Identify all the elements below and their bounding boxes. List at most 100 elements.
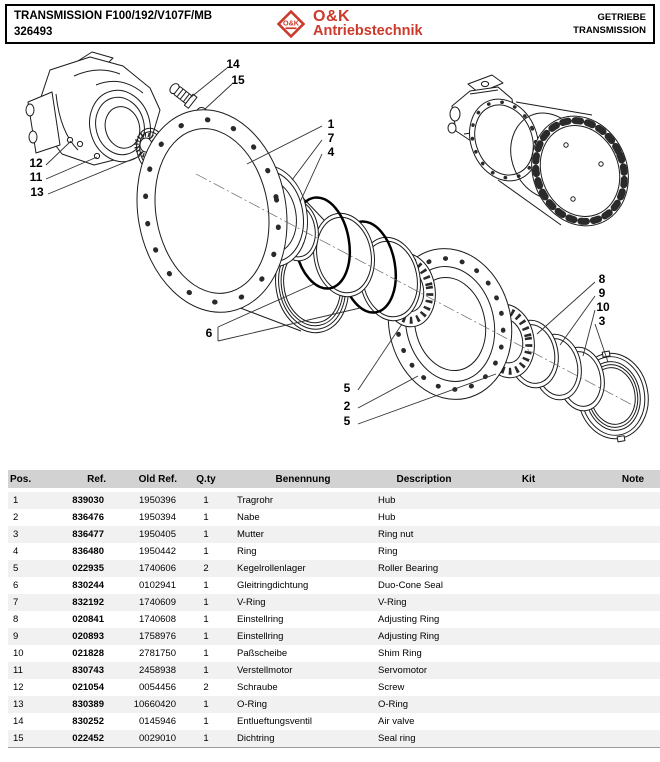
cell-note [582,713,660,730]
cell-kit [475,526,582,543]
cell-ref: 832192 [44,594,108,611]
cell-pos: 8 [13,614,19,625]
cell-qty: 1 [203,648,209,659]
cell-pos: 1 [8,490,44,509]
cell-ref: 021054 [72,682,104,693]
cell-kit [475,611,582,628]
cell-kit [475,509,582,526]
cell-description: O-Ring [373,696,475,713]
cell-note [582,628,660,645]
cell-benennung: Kegelrollenlager [233,560,373,577]
brand-diamond-icon: O&K [276,9,306,39]
cell-ref: 836480 [72,546,104,557]
callout-leader-lines [45,67,609,425]
cell-description: Ring [378,546,398,557]
column-header-pos: Pos. [8,470,44,492]
cell-old-ref: 1950442 [139,546,176,557]
cell-note [582,594,660,611]
cell-pos: 6 [13,580,19,591]
cell-ref: 836477 [44,526,108,543]
cell-note [582,543,660,560]
cell-benennung: Nabe [237,512,260,523]
assembled-transmission-thumbnail [447,74,629,227]
cell-kit [475,696,582,713]
cell-benennung: Einstellring [233,628,373,645]
diagram-callout-13: 13 [30,185,44,199]
cell-benennung: Tragrohr [233,490,373,509]
cell-old-ref: 0145946 [139,716,176,727]
cell-note [582,696,660,713]
column-header-note: Note [582,470,660,492]
brand-logo: O&K O&K Antriebstechnik [276,9,516,39]
cell-benennung: Dichtring [233,730,373,748]
header-right-block: GETRIEBE TRANSMISSION [516,11,653,37]
column-header-old-ref: Old Ref. [108,470,179,492]
cell-description: V-Ring [373,594,475,611]
cell-qty: 1 [203,546,209,557]
cell-qty: 1 [179,490,233,509]
column-header-kit: Kit [475,470,582,492]
cell-qty: 1 [179,662,233,679]
diagram-callout-12: 12 [29,156,43,170]
cell-old-ref: 1950405 [108,526,179,543]
cell-description: Ring nut [373,526,475,543]
cell-old-ref: 0029010 [108,730,179,748]
cell-kit [475,713,582,730]
diagram-callout-9: 9 [598,286,606,300]
part-servomotor [25,51,179,166]
cell-ref: 830244 [72,580,104,591]
cell-benennung: Verstellmotor [233,662,373,679]
cell-ref: 836476 [72,512,104,523]
brand-name-line2: Antriebstechnik [313,23,423,39]
cell-pos: 4 [13,546,19,557]
cell-qty: 1 [179,594,233,611]
diagram-callout-2: 2 [343,399,351,413]
cell-kit [475,662,582,679]
diagram-callout-3: 3 [598,314,606,328]
cell-ref: 830252 [72,716,104,727]
exploded-diagram-drawing [25,51,649,443]
cell-description: Hub [373,490,475,509]
cell-pos: 15 [8,730,44,748]
column-header-description: Description [373,470,475,492]
part-air-valve [169,83,198,109]
cell-description: Hub [378,512,396,523]
cell-note [582,662,660,679]
column-header-qty: Q.ty [179,470,233,492]
cell-ref: 830389 [44,696,108,713]
diagram-callout-6: 6 [205,326,213,340]
document-number: 326493 [14,26,53,38]
diagram-callout-5: 5 [343,414,351,428]
diagram-callout-1: 1 [327,117,335,131]
cell-benennung: V-Ring [233,594,373,611]
cell-old-ref: 1758976 [108,628,179,645]
cell-benennung: Entlueftungsventil [237,716,312,727]
cell-qty: 1 [179,696,233,713]
cell-ref: 830743 [44,662,108,679]
cell-note [582,645,660,662]
diagram-callout-14: 14 [226,57,240,71]
parts-table-header: Pos. Ref. Old Ref. Q.ty Benennung Descri… [8,470,660,492]
cell-qty: 1 [203,580,209,591]
svg-text:O&K: O&K [283,19,300,28]
cell-pos: 13 [8,696,44,713]
cell-description: Duo-Cone Seal [378,580,443,591]
cell-pos: 3 [8,526,44,543]
cell-note [582,509,660,526]
cell-old-ref: 2458938 [108,662,179,679]
diagram-callout-5: 5 [343,381,351,395]
column-header-ref: Ref. [44,470,108,492]
cell-note [582,526,660,543]
cell-description: Adjusting Ring [373,628,475,645]
cell-old-ref: 1950396 [108,490,179,509]
cell-ref: 022452 [44,730,108,748]
cell-pos: 10 [13,648,24,659]
cell-old-ref: 10660420 [108,696,179,713]
cell-qty: 1 [203,716,209,727]
